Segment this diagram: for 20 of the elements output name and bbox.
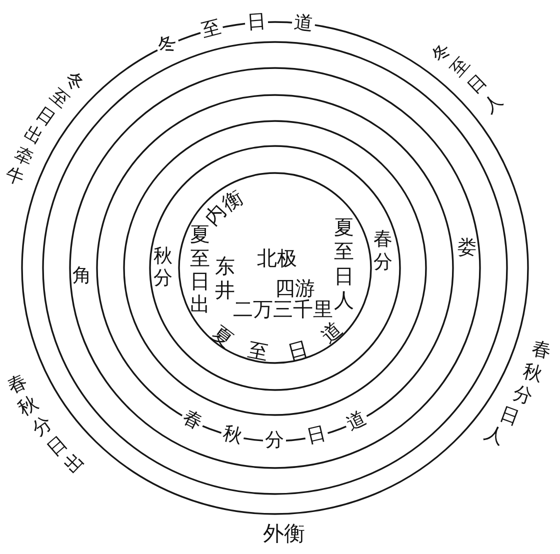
sunrise-label: 春秋分日出 <box>4 372 88 478</box>
orbit-label: 夏至日道 <box>208 318 346 364</box>
orbit-ring <box>147 142 403 392</box>
mansion-label: 娄 <box>458 238 476 258</box>
orbit-ring <box>176 170 374 366</box>
sunset-label: 春秋分日人 <box>482 340 553 448</box>
distance-label: 二万三千里 <box>233 300 333 320</box>
sunrise-label: 冬至日出牵牛 <box>3 68 88 188</box>
note-text: 四游 <box>275 279 315 299</box>
sunset-label: 冬至日人 <box>428 40 506 116</box>
season-label: 秋分 <box>154 246 172 290</box>
mansion-label: 角 <box>72 266 92 286</box>
sunset-label: 夏至日人 <box>334 216 354 314</box>
orbit-label: 冬至日道 <box>152 10 316 60</box>
pole-label: 北极 <box>257 249 297 269</box>
orbit-label: 春秋分日道 <box>177 406 372 452</box>
ring-name: 外衡 <box>263 524 305 544</box>
season-label: 春分 <box>374 228 392 274</box>
mansion-label: 东井 <box>215 256 235 302</box>
sunrise-label: 夏至日出 <box>190 224 210 318</box>
